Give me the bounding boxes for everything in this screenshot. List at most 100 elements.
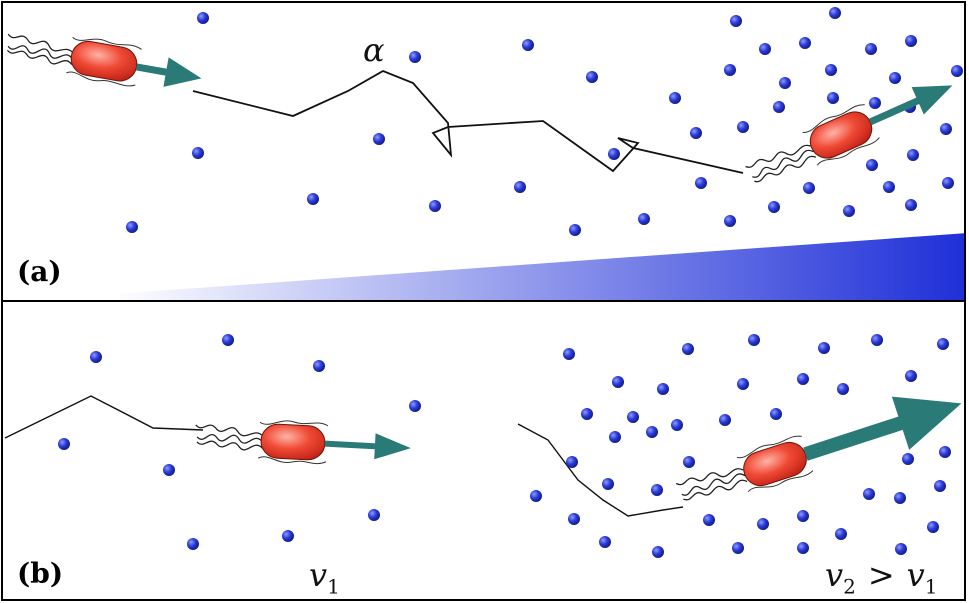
flagella-icon xyxy=(195,424,264,451)
chemoattractant-molecule-icon xyxy=(757,518,769,530)
chemoattractant-molecule-icon xyxy=(522,39,534,51)
speed-label-v2-gt-v1: v2>v1 xyxy=(825,556,938,599)
chemoattractant-molecules xyxy=(126,7,963,236)
panel-a-drawing xyxy=(6,7,964,300)
chemoattractant-molecule-icon xyxy=(187,538,199,550)
chemoattractant-molecule-icon xyxy=(797,373,809,385)
chemoattractant-molecule-icon xyxy=(863,488,875,500)
chemoattractant-molecule-icon xyxy=(895,543,907,555)
chemoattractant-molecule-icon xyxy=(865,43,877,55)
chemoattractant-molecule-icon xyxy=(671,419,683,431)
velocity-arrow-icon xyxy=(135,57,202,87)
chemoattractant-molecule-icon xyxy=(192,147,204,159)
chemoattractant-molecule-icon xyxy=(586,71,598,83)
speed-label-v1: v1 xyxy=(309,556,340,599)
chemoattractant-molecule-icon xyxy=(940,123,952,135)
chemoattractant-molecule-icon xyxy=(934,480,946,492)
chemoattractant-molecule-icon xyxy=(409,51,421,63)
bacterium-icon xyxy=(809,111,873,159)
chemoattractant-molecule-icon xyxy=(612,376,624,388)
chemoattractant-molecule-icon xyxy=(657,383,669,395)
chemoattractant-molecule-icon xyxy=(58,438,70,450)
velocity-arrow-icon xyxy=(803,396,962,461)
panel-label-a: (a) xyxy=(17,255,62,288)
chemoattractant-molecule-icon xyxy=(773,101,785,113)
chemoattractant-molecule-icon xyxy=(602,478,614,490)
chemoattractant-molecule-icon xyxy=(942,177,954,189)
chemoattractant-molecule-icon xyxy=(779,77,791,89)
chemoattractant-molecule-icon xyxy=(638,213,650,225)
bacterium-slow xyxy=(195,420,411,465)
chemoattractant-molecule-icon xyxy=(939,446,951,458)
chemoattractant-molecule-icon xyxy=(889,72,901,84)
chemoattractant-molecule-icon xyxy=(669,92,681,104)
chemoattractant-molecule-icon xyxy=(563,348,575,360)
chemoattractant-molecule-icon xyxy=(368,509,380,521)
velocity-arrow-icon xyxy=(868,85,953,126)
chemoattractant-molecule-icon xyxy=(902,453,914,465)
chemoattractant-molecule-icon xyxy=(907,149,919,161)
concentration-gradient-wedge xyxy=(113,233,964,300)
chemoattractant-molecule-icon xyxy=(599,536,611,548)
chemoattractant-molecule-icon xyxy=(803,182,815,194)
chemoattractant-molecule-icon xyxy=(282,530,294,542)
tumble-angle-label: α xyxy=(363,31,385,69)
chemoattractant-molecule-icon xyxy=(768,201,780,213)
chemoattractant-molecules xyxy=(58,334,951,558)
chemoattractant-molecule-icon xyxy=(770,408,782,420)
chemoattractant-molecule-icon xyxy=(951,65,963,77)
chemoattractant-molecule-icon xyxy=(568,513,580,525)
flagella-icon xyxy=(675,468,748,501)
bacterium-1 xyxy=(6,33,202,87)
flagella-icon xyxy=(745,144,817,183)
chemoattractant-molecule-icon xyxy=(566,456,578,468)
bacterium-fast xyxy=(675,396,962,501)
chemoattractant-molecule-icon xyxy=(409,400,421,412)
chemoattractant-molecule-icon xyxy=(608,148,620,160)
chemoattractant-molecule-icon xyxy=(126,221,138,233)
chemoattractant-molecule-icon xyxy=(730,15,742,27)
run-tumble-trajectory xyxy=(192,70,744,174)
panel-b: (b) v1 v2>v1 xyxy=(1,300,966,601)
chemoattractant-molecule-icon xyxy=(724,64,736,76)
bacterium-icon xyxy=(743,441,807,487)
chemoattractant-molecule-icon xyxy=(737,121,749,133)
chemoattractant-molecule-icon xyxy=(905,35,917,47)
chemoattractant-molecule-icon xyxy=(429,200,441,212)
chemoattractant-molecule-icon xyxy=(837,383,849,395)
chemoattractant-molecule-icon xyxy=(163,464,175,476)
panel-label-b: (b) xyxy=(17,557,64,590)
chemoattractant-molecule-icon xyxy=(869,97,881,109)
panel-b-drawing xyxy=(4,334,962,558)
trajectory-low-concentration xyxy=(4,395,204,439)
chemoattractant-molecule-icon xyxy=(197,12,209,24)
chemoattractant-molecule-icon xyxy=(373,133,385,145)
chemoattractant-molecule-icon xyxy=(737,378,749,390)
chemoattractant-molecule-icon xyxy=(690,127,702,139)
chemoattractant-molecule-icon xyxy=(514,181,526,193)
chemoattractant-molecule-icon xyxy=(581,408,593,420)
trajectory-high-concentration xyxy=(517,423,684,517)
chemoattractant-molecule-icon xyxy=(724,215,736,227)
panel-a: (a) α xyxy=(1,1,966,302)
chemoattractant-molecule-icon xyxy=(883,181,895,193)
bacterium-icon xyxy=(260,423,326,461)
chemoattractant-molecule-icon xyxy=(759,43,771,55)
chemoattractant-molecule-icon xyxy=(646,426,658,438)
velocity-arrow-icon xyxy=(324,433,411,460)
bacterium-2 xyxy=(745,85,953,183)
chemoattractant-molecule-icon xyxy=(530,490,542,502)
chemoattractant-molecule-icon xyxy=(818,342,830,354)
chemoattractant-molecule-icon xyxy=(627,411,639,423)
chemoattractant-molecule-icon xyxy=(651,484,663,496)
chemoattractant-molecule-icon xyxy=(569,224,581,236)
chemoattractant-molecule-icon xyxy=(829,7,841,19)
chemoattractant-molecule-icon xyxy=(866,159,878,171)
chemoattractant-molecule-icon xyxy=(719,414,731,426)
chemoattractant-molecule-icon xyxy=(927,521,939,533)
chemoattractant-molecule-icon xyxy=(609,431,621,443)
chemoattractant-molecule-icon xyxy=(797,510,809,522)
chemoattractant-molecule-icon xyxy=(90,351,102,363)
chemoattractant-molecule-icon xyxy=(905,370,917,382)
bacterium-icon xyxy=(70,40,138,82)
